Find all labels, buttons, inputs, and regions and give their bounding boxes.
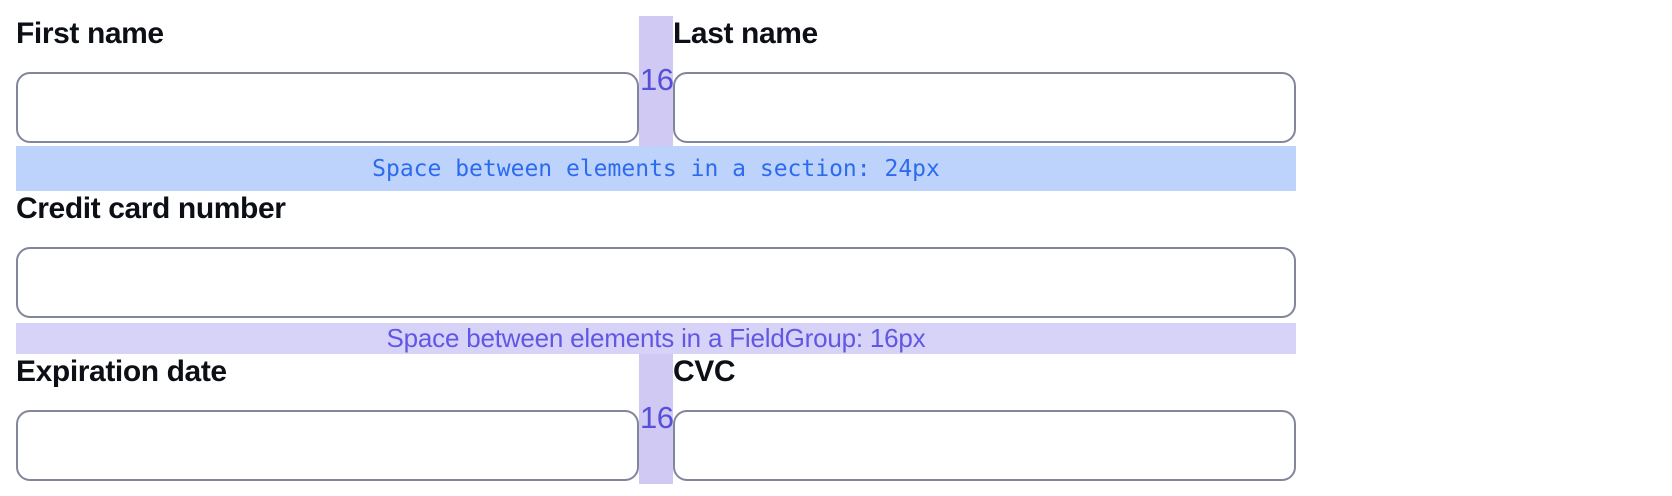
section-spacing-text: Space between elements in a section: 24p… [372, 155, 940, 182]
fieldgroup-spacing-band: Space between elements in a FieldGroup: … [16, 323, 1296, 354]
first-name-input[interactable] [16, 72, 639, 143]
fieldgroup-spacing-text: Space between elements in a FieldGroup: … [386, 323, 926, 353]
first-name-field: First name [16, 16, 639, 143]
last-name-field: Last name [673, 16, 1296, 143]
column-gap-strip: 16 [639, 16, 674, 146]
gap-size-label: 16 [640, 400, 674, 435]
column-gap-strip: 16 [639, 354, 674, 484]
expiry-row: 16 Expiration date CVC [16, 354, 1296, 484]
section-spacing-band: Space between elements in a section: 24p… [16, 146, 1296, 191]
last-name-input[interactable] [673, 72, 1296, 143]
last-name-label: Last name [673, 17, 818, 50]
credit-card-label: Credit card number [16, 192, 286, 225]
credit-card-input[interactable] [16, 247, 1296, 318]
name-row: 16 First name Last name [16, 16, 1296, 146]
credit-card-field: Credit card number [16, 191, 1296, 323]
gap-size-label: 16 [640, 62, 674, 97]
expiration-date-label: Expiration date [16, 355, 227, 388]
cvc-input[interactable] [673, 410, 1296, 481]
expiration-date-input[interactable] [16, 410, 639, 481]
cvc-label: CVC [673, 355, 736, 388]
expiration-date-field: Expiration date [16, 354, 639, 481]
payment-form-spacing-demo: 16 First name Last name Space between el… [16, 16, 1296, 484]
first-name-label: First name [16, 17, 164, 50]
cvc-field: CVC [673, 354, 1296, 481]
